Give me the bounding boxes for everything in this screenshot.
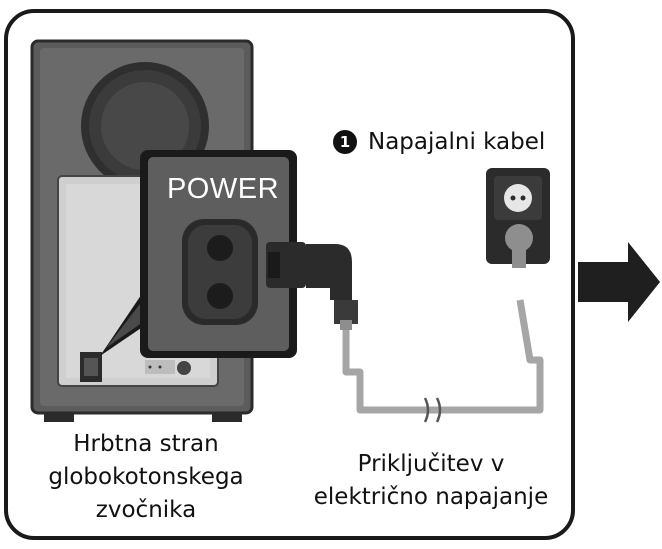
wall-outlet: [486, 168, 550, 268]
caption-line: globokotonskega: [48, 464, 244, 490]
power-label: POWER: [166, 173, 280, 205]
next-step-arrow-icon: [578, 242, 660, 322]
wall-plug: [505, 224, 533, 252]
step-number-badge: 1: [333, 130, 357, 154]
caption-line: Hrbtna stran: [73, 431, 219, 457]
l-shaped-plug: [266, 242, 358, 330]
cable-break-mark: [423, 397, 430, 423]
caption-line: zvočnika: [95, 497, 197, 523]
caption-line: električno napajanje: [313, 484, 549, 510]
step-title: Napajalni kabel: [368, 129, 546, 155]
step-label: 1 Napajalni kabel: [333, 129, 545, 155]
power-callout: [140, 150, 297, 358]
power-cable: [342, 299, 544, 414]
caption-power-connection: Priključitev v električno napajanje: [296, 448, 566, 514]
caption-subwoofer-back: Hrbtna stran globokotonskega zvočnika: [36, 428, 256, 527]
caption-line: Priključitev v: [357, 451, 505, 477]
